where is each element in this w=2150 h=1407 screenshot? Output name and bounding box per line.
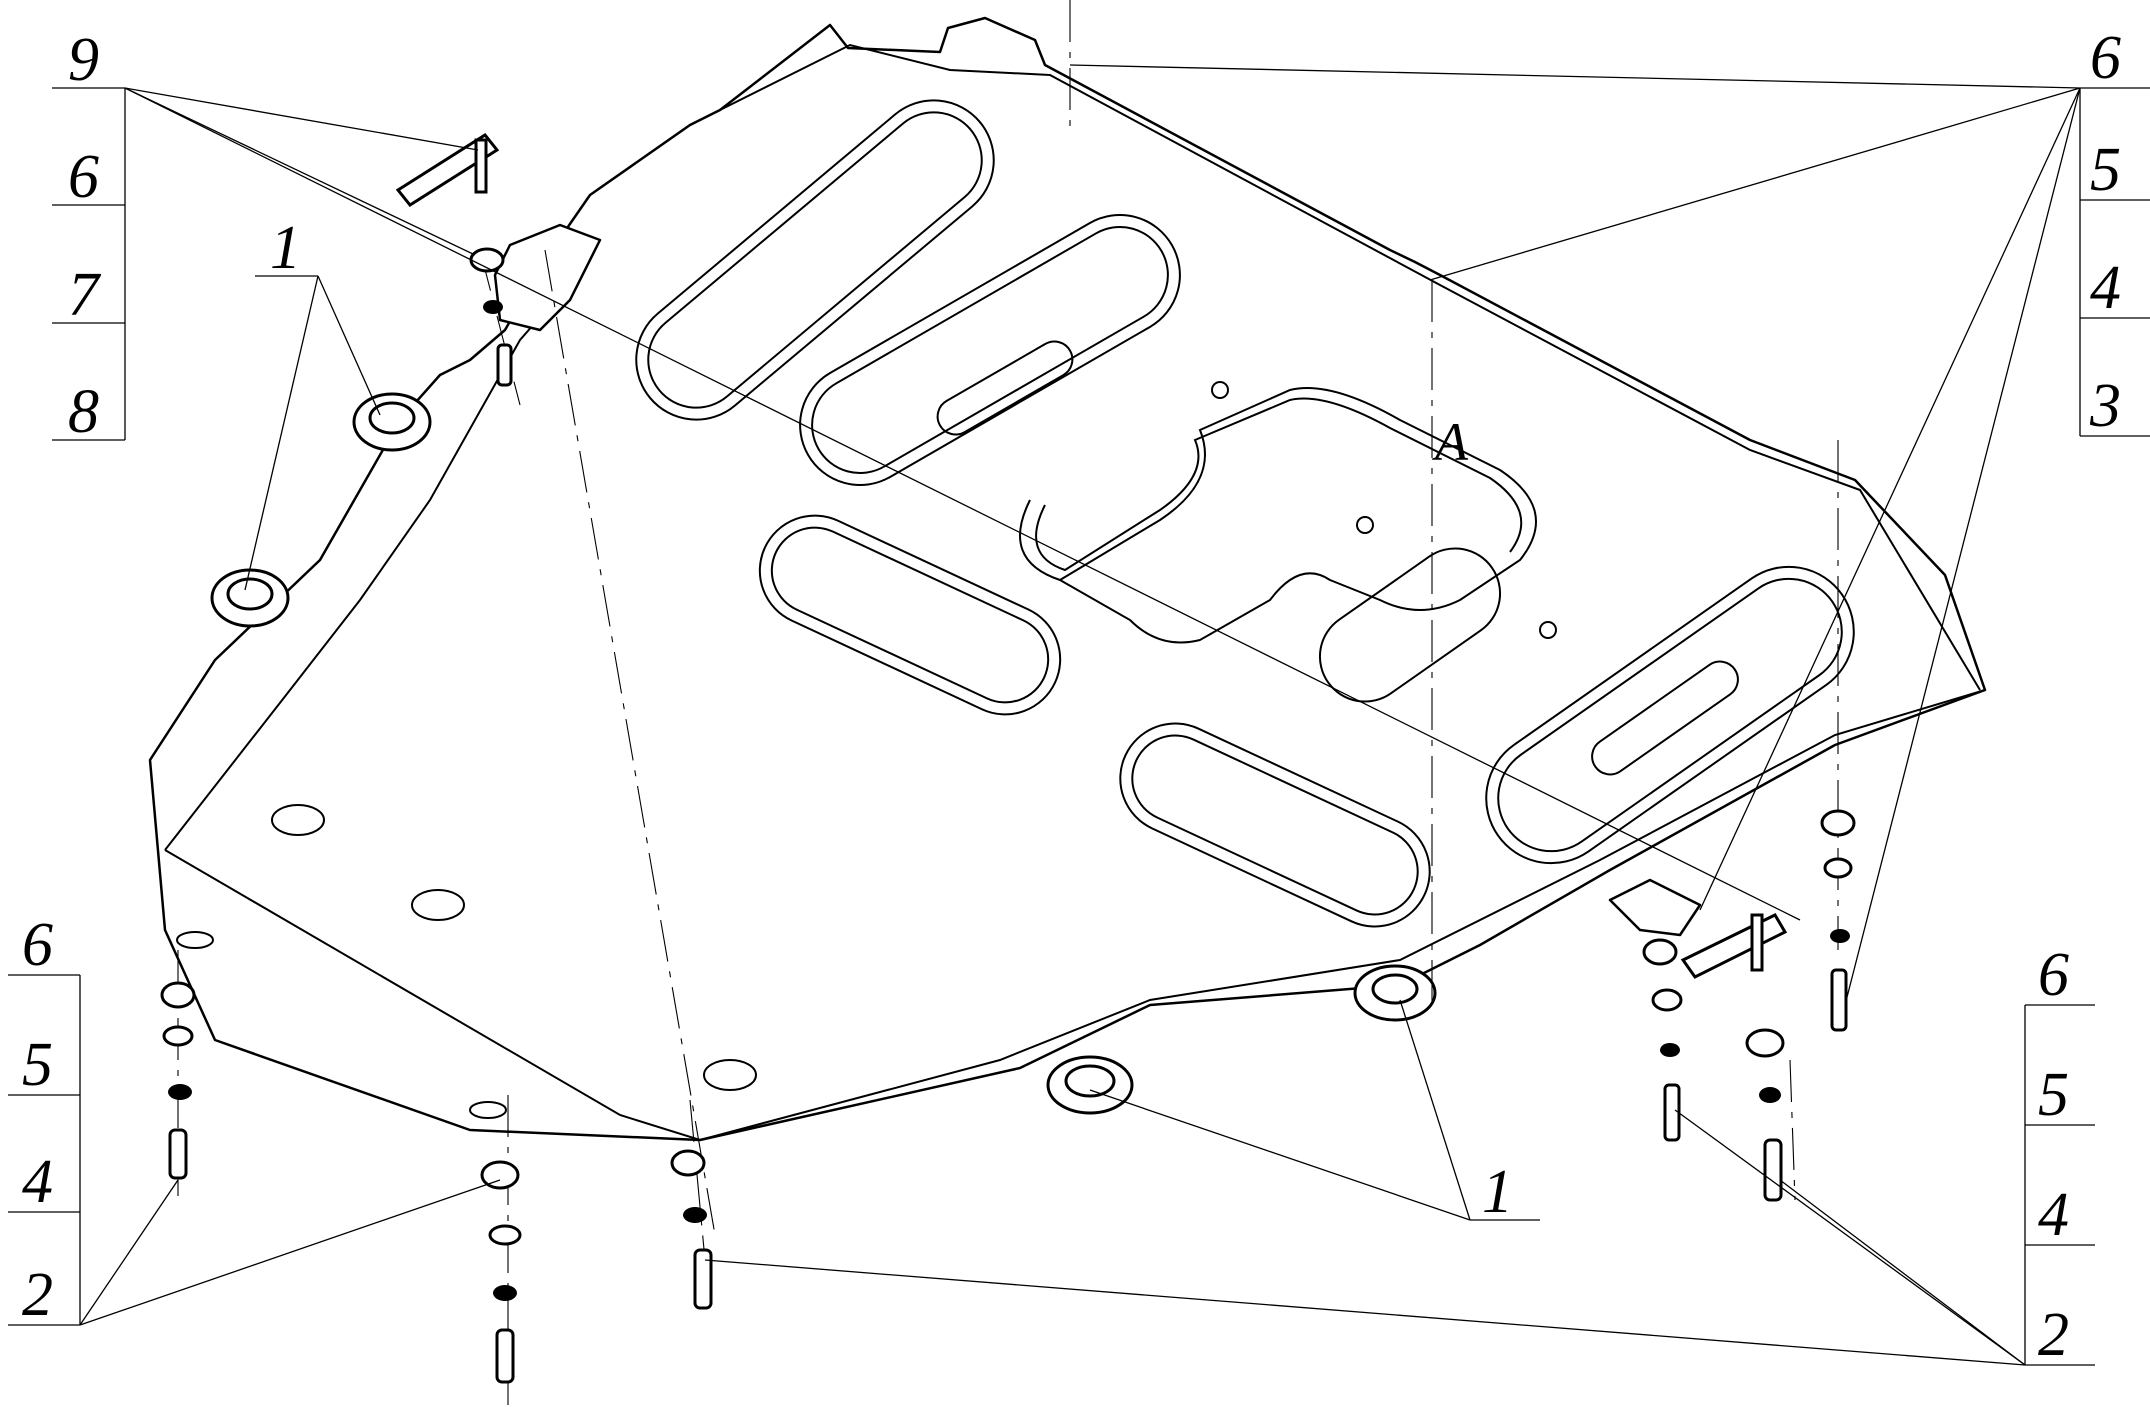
callout-label-2: 2	[22, 1261, 53, 1329]
callout-part1-lower: 1	[1470, 1158, 1540, 1226]
callout-label-1-lower: 1	[1482, 1158, 1513, 1226]
fasteners-bottom-center	[670, 1149, 713, 1310]
callout-label-2: 2	[2038, 1301, 2069, 1369]
callout-stack-bottom-right: 6 5 4 2	[2024, 941, 2095, 1369]
callout-label-5: 5	[2090, 136, 2121, 204]
fasteners-left-front	[160, 981, 196, 1180]
top-flange-edge	[719, 43, 1981, 691]
leader-lines	[79, 64, 2081, 1366]
fasteners-right	[1642, 809, 1856, 1202]
boss-mounts	[210, 392, 1437, 1115]
callout-label-6: 6	[22, 911, 53, 979]
callout-stack-top-right: 6 5 4 3	[2079, 24, 2150, 440]
callout-label-4: 4	[22, 1148, 53, 1216]
right-bracket-tab	[1608, 878, 1702, 937]
callout-stack-top-left: 9 6 7 8	[52, 26, 126, 446]
left-bracket-tab	[493, 223, 602, 332]
callout-label-4: 4	[2090, 254, 2121, 322]
callout-label-5: 5	[22, 1031, 53, 1099]
callout-label-6: 6	[68, 143, 99, 211]
callout-label-3: 3	[2089, 372, 2121, 440]
callout-label-7: 7	[68, 261, 102, 329]
skid-plate-outline	[148, 16, 1987, 1142]
callout-stack-bottom-left: 6 5 4 2	[8, 911, 81, 1329]
callout-label-8: 8	[68, 378, 99, 446]
fasteners-bottom-left	[480, 1160, 522, 1384]
callout-label-5: 5	[2038, 1061, 2069, 1129]
callout-part1-upper: 1	[255, 214, 318, 282]
callout-label-1-upper: 1	[270, 214, 301, 282]
left-flange-edge	[164, 299, 556, 851]
plate-holes	[176, 250, 1557, 1119]
callout-label-6: 6	[2038, 941, 2069, 1009]
callout-label-9: 9	[68, 26, 99, 94]
embossed-ribs	[635, 99, 1855, 928]
callout-label-6: 6	[2090, 24, 2121, 92]
lower-flange-edge	[164, 689, 1986, 1142]
view-mark-a: A	[1432, 412, 1469, 472]
callout-label-4: 4	[2038, 1181, 2069, 1249]
